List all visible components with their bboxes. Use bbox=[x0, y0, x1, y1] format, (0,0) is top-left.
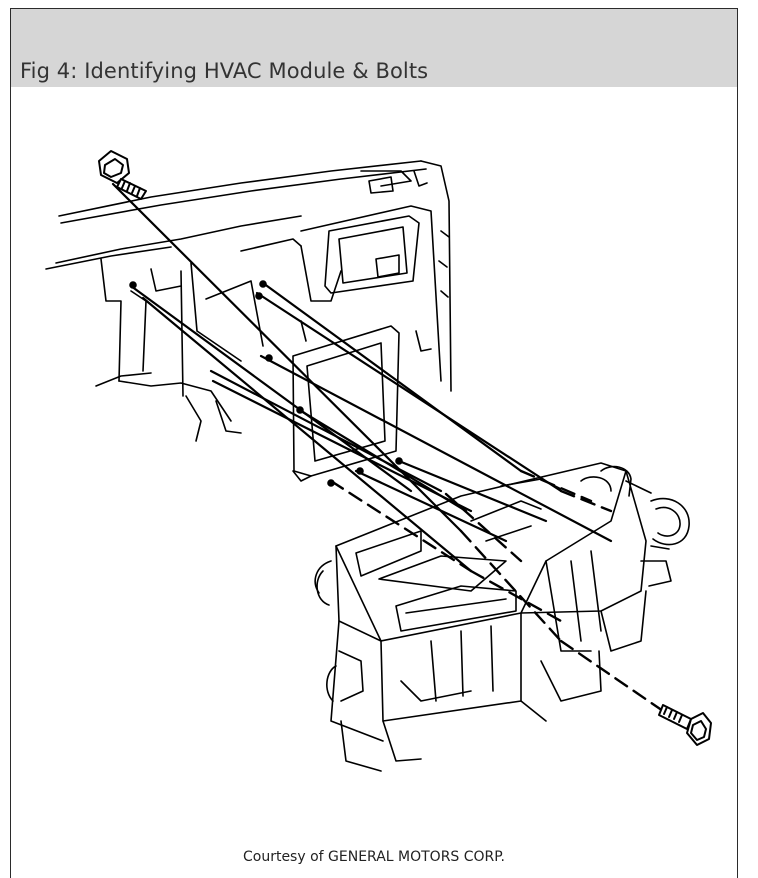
seal-gasket bbox=[293, 326, 399, 481]
alignment-lines bbox=[113, 184, 611, 571]
bolt-lower-icon bbox=[659, 705, 711, 745]
bolt-upper-icon bbox=[99, 151, 146, 199]
figure-credit: Courtesy of GENERAL MOTORS CORP. bbox=[242, 849, 505, 865]
figure-header: Fig 4: Identifying HVAC Module & Bolts bbox=[11, 9, 737, 87]
hvac-module bbox=[315, 463, 689, 771]
hvac-module-diagram bbox=[11, 94, 739, 844]
figure-frame: Fig 4: Identifying HVAC Module & Bolts bbox=[10, 8, 738, 878]
dash-opening bbox=[325, 216, 419, 293]
mounting-studs bbox=[130, 281, 402, 486]
figure-title: Fig 4: Identifying HVAC Module & Bolts bbox=[20, 59, 429, 83]
